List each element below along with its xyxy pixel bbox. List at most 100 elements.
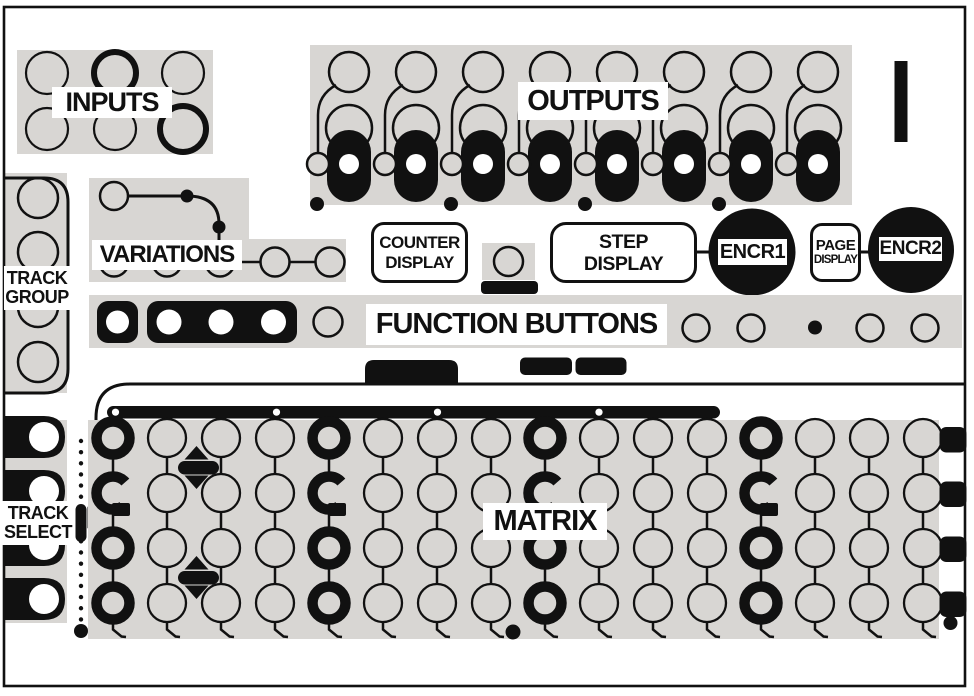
arrow-widget-pill[interactable] [178, 571, 219, 585]
matrix-right-button[interactable] [939, 481, 967, 508]
arrow-down-icon[interactable] [184, 585, 209, 600]
track-group-button[interactable] [16, 340, 60, 384]
matrix-encoder[interactable] [523, 581, 567, 625]
matrix-pad[interactable] [200, 417, 242, 459]
track-group-button[interactable] [16, 176, 60, 220]
matrix-pad[interactable] [848, 582, 890, 624]
output-jack[interactable] [461, 50, 505, 94]
matrix-encoder[interactable] [91, 526, 135, 570]
matrix-encoder[interactable] [91, 416, 135, 460]
matrix-pad[interactable] [416, 417, 458, 459]
variations-button[interactable] [314, 246, 346, 278]
output-led [774, 151, 800, 177]
matrix-tab-wide [365, 360, 458, 384]
output-jack[interactable] [394, 50, 438, 94]
matrix-encoder[interactable] [739, 581, 783, 625]
matrix-pad[interactable] [686, 582, 728, 624]
matrix-encoder[interactable] [523, 416, 567, 460]
matrix-encoder[interactable] [307, 581, 351, 625]
output-socket-hole [808, 154, 828, 174]
matrix-pad[interactable] [686, 472, 728, 514]
matrix-pad[interactable] [632, 472, 674, 514]
matrix-pad[interactable] [902, 582, 944, 624]
function-button[interactable] [910, 313, 940, 343]
output-jack[interactable] [729, 50, 773, 94]
matrix-pad[interactable] [362, 582, 404, 624]
matrix-pad[interactable] [416, 527, 458, 569]
matrix-pad[interactable] [686, 527, 728, 569]
output-jack[interactable] [662, 50, 706, 94]
matrix-pad[interactable] [578, 582, 620, 624]
matrix-pad[interactable] [902, 417, 944, 459]
power-switch-bar[interactable] [894, 61, 908, 142]
matrix-pad[interactable] [794, 582, 836, 624]
function-button[interactable] [312, 306, 344, 338]
matrix-pad[interactable] [848, 527, 890, 569]
matrix-encoder[interactable] [91, 581, 135, 625]
matrix-pad[interactable] [470, 417, 512, 459]
encoder1-label: ENCR1 [718, 239, 787, 265]
track-select-dotted-rail [78, 449, 84, 455]
matrix-pad[interactable] [794, 417, 836, 459]
matrix-pad[interactable] [416, 582, 458, 624]
matrix-pad[interactable] [146, 582, 188, 624]
arrow-down-icon[interactable] [184, 475, 209, 490]
matrix-pad[interactable] [794, 527, 836, 569]
matrix-encoder[interactable] [307, 526, 351, 570]
matrix-pad[interactable] [146, 527, 188, 569]
matrix-right-button[interactable] [939, 536, 967, 563]
function-button[interactable] [855, 313, 885, 343]
matrix-pad[interactable] [362, 472, 404, 514]
function-button[interactable] [736, 313, 766, 343]
matrix-pad[interactable] [146, 417, 188, 459]
matrix-pad[interactable] [200, 582, 242, 624]
matrix-pad[interactable] [632, 527, 674, 569]
matrix-pad[interactable] [362, 527, 404, 569]
matrix-pad[interactable] [686, 417, 728, 459]
input-jack[interactable] [24, 106, 70, 152]
matrix-pad[interactable] [470, 582, 512, 624]
mid-widget-panel [482, 243, 535, 280]
matrix-tab-small [520, 357, 572, 375]
matrix-encoder[interactable] [739, 526, 783, 570]
function-button-hole [156, 309, 182, 335]
input-jack[interactable] [160, 50, 206, 96]
arrow-up-icon[interactable] [184, 556, 209, 570]
matrix-pad[interactable] [362, 417, 404, 459]
matrix-pad[interactable] [848, 472, 890, 514]
arrow-up-icon[interactable] [184, 446, 209, 460]
mid-widget-button[interactable] [492, 245, 525, 278]
matrix-pad[interactable] [254, 417, 296, 459]
matrix-column-tail [165, 622, 181, 639]
matrix-encoder[interactable] [739, 416, 783, 460]
matrix-pad[interactable] [578, 417, 620, 459]
function-button[interactable] [681, 313, 711, 343]
output-jack[interactable] [327, 50, 371, 94]
matrix-right-button[interactable] [939, 427, 967, 453]
matrix-encoder[interactable] [307, 416, 351, 460]
matrix-right-button[interactable] [939, 591, 967, 618]
matrix-pad[interactable] [200, 472, 242, 514]
output-cable-line [450, 83, 471, 153]
matrix-pad[interactable] [794, 472, 836, 514]
matrix-pad[interactable] [146, 472, 188, 514]
matrix-pad[interactable] [254, 582, 296, 624]
variations-button[interactable] [259, 246, 291, 278]
matrix-pad[interactable] [254, 472, 296, 514]
matrix-pad[interactable] [848, 417, 890, 459]
matrix-pad[interactable] [632, 582, 674, 624]
track-select-slider[interactable] [75, 504, 87, 542]
matrix-pad[interactable] [902, 527, 944, 569]
matrix-pad[interactable] [254, 527, 296, 569]
input-jack[interactable] [24, 50, 70, 96]
arrow-widget-pill[interactable] [178, 461, 219, 475]
input-jack[interactable] [157, 103, 209, 155]
matrix-pad[interactable] [902, 472, 944, 514]
output-jack[interactable] [796, 50, 840, 94]
matrix-pad[interactable] [632, 417, 674, 459]
matrix-pad[interactable] [416, 472, 458, 514]
matrix-pad[interactable] [200, 527, 242, 569]
track-select-dotted-rail [78, 483, 84, 488]
output-led [439, 151, 465, 177]
